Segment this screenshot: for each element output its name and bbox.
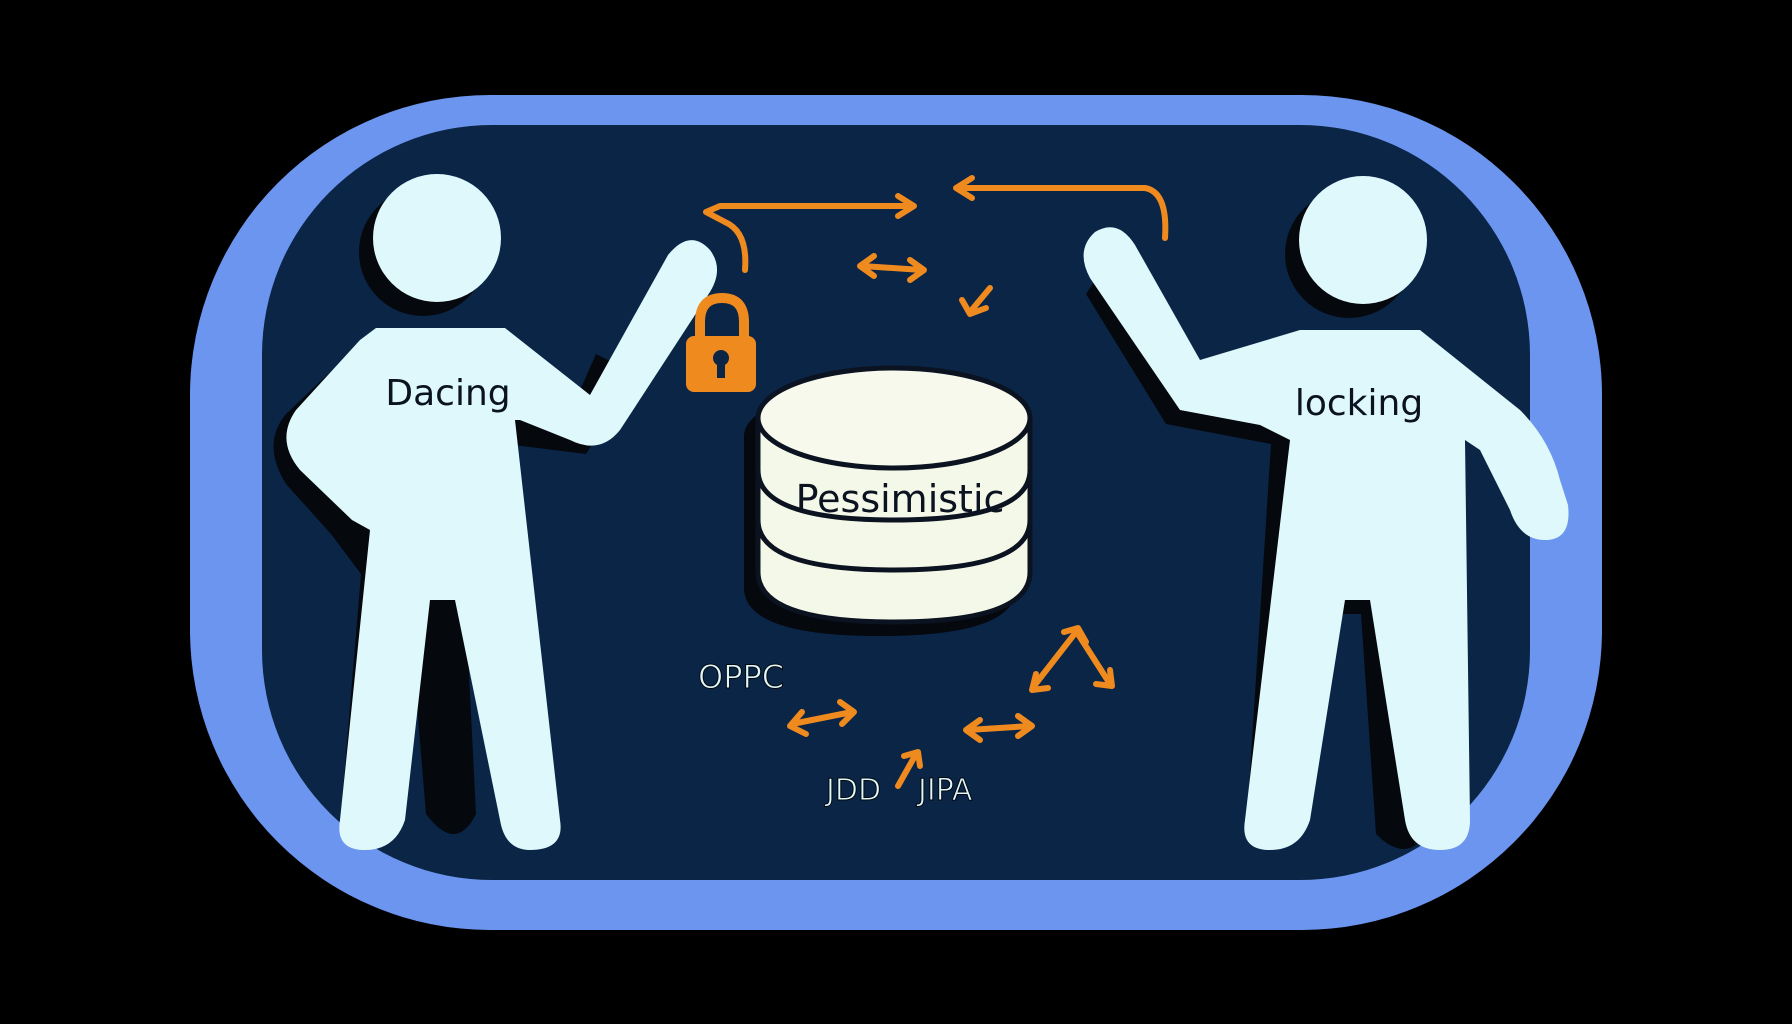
double-arrow-1 bbox=[857, 253, 927, 283]
left-person-figure: Dacing bbox=[273, 174, 718, 851]
database-cylinder-icon: Pessimistic bbox=[744, 365, 1033, 636]
top-left-arrowhead bbox=[895, 193, 917, 219]
triangle-arrows bbox=[1029, 625, 1115, 693]
right-person-head bbox=[1299, 176, 1427, 304]
padlock-icon bbox=[686, 292, 756, 392]
top-right-arrowhead bbox=[953, 175, 975, 201]
double-arrow-3 bbox=[963, 713, 1035, 743]
jpa-label: JIPA bbox=[916, 773, 973, 808]
top-left-curved-arrow bbox=[703, 203, 913, 273]
database-label: Pessimistic bbox=[796, 477, 1005, 521]
down-arrow-1 bbox=[959, 285, 993, 317]
double-arrow-2 bbox=[787, 699, 857, 737]
right-person-body bbox=[1083, 227, 1569, 851]
right-figure-label: locking bbox=[1295, 383, 1423, 424]
left-person-body bbox=[286, 240, 718, 851]
up-arrow-1 bbox=[895, 749, 923, 789]
left-person-head bbox=[373, 174, 501, 302]
left-figure-label: Dacing bbox=[385, 373, 510, 414]
top-right-curved-arrow bbox=[957, 185, 1169, 241]
right-person-figure: locking bbox=[1083, 176, 1569, 851]
odbc-label: OPPC bbox=[698, 658, 784, 696]
jdbc-label: JDD bbox=[824, 773, 881, 808]
